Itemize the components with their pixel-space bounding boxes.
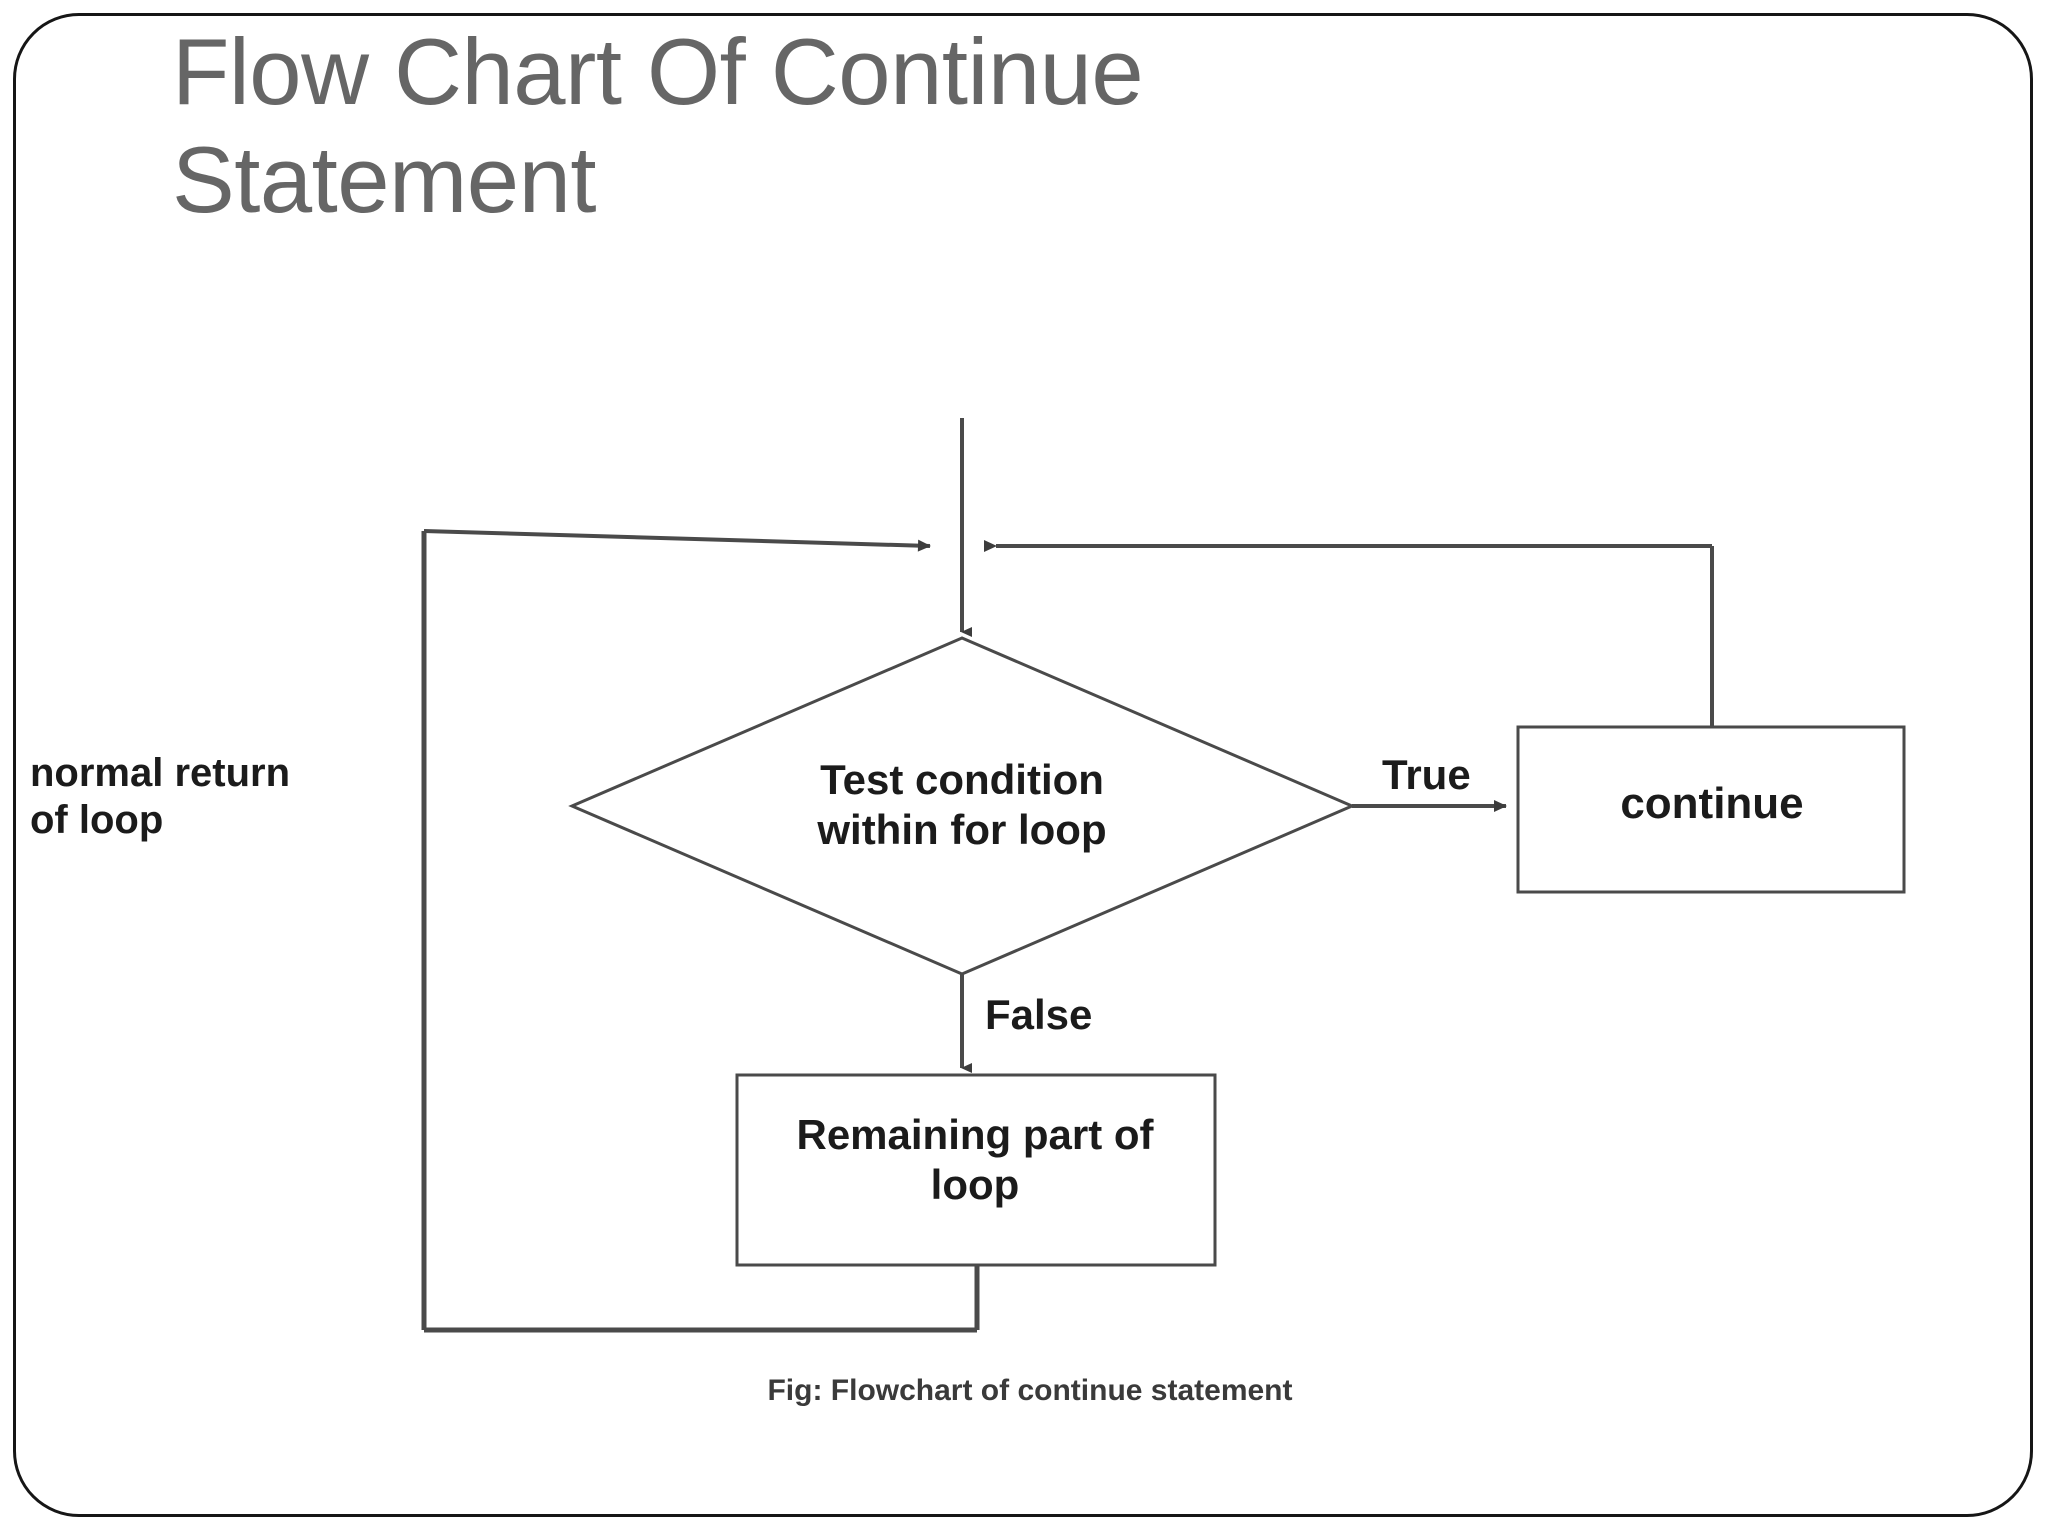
decision-node-label: Test condition within for loop <box>817 756 1107 853</box>
true-branch-label: True <box>1382 751 1471 798</box>
remaining-box-shape <box>735 1073 1217 1267</box>
false-branch-label: False <box>985 991 1093 1038</box>
page-title: Flow Chart Of Continue Statement <box>172 19 1144 233</box>
continue-node-label: continue <box>1620 779 1804 828</box>
normal-return-horizontal-arrow <box>423 529 931 552</box>
continue-box-shape <box>1516 725 1906 894</box>
loop-return-label: normal return of loop <box>30 751 291 843</box>
remaining-node-label: Remaining part of loop <box>796 1111 1154 1208</box>
figure-caption: Fig: Flowchart of continue statement <box>767 1374 1293 1407</box>
